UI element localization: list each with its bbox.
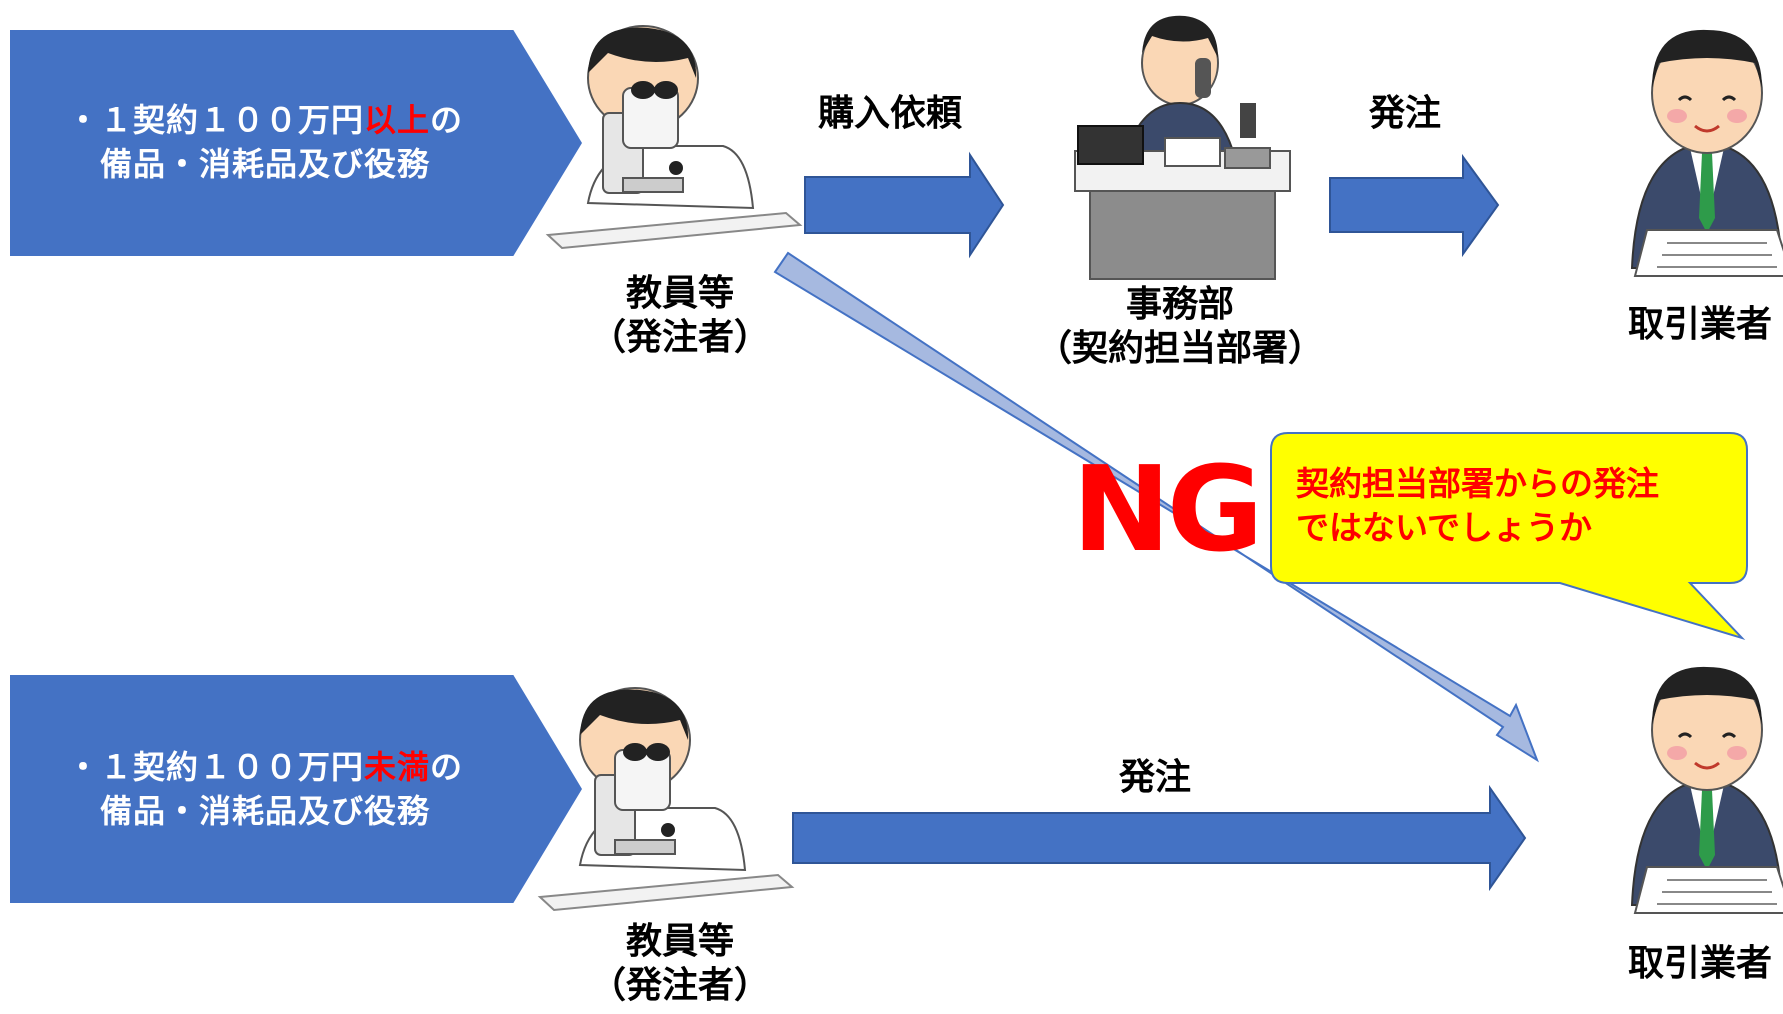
vendor-illustration-bottom <box>1630 666 1783 914</box>
condition-bottom-items: 備品・消耗品及び役務 <box>99 792 430 830</box>
speech-bubble-line2: ではないでしょうか <box>1296 508 1593 547</box>
condition-bottom-suffix: の <box>430 748 464 786</box>
speech-bubble-line1: 契約担当部署からの発注 <box>1296 464 1659 503</box>
condition-text-top: ・１契約１００万円以上の 備品・消耗品及び役務 <box>10 98 520 186</box>
condition-box-bottom: ・１契約１００万円未満の 備品・消耗品及び役務 <box>10 675 582 903</box>
office-staff-illustration <box>1074 15 1291 280</box>
condition-top-items: 備品・消耗品及び役務 <box>99 145 430 183</box>
ng-label: NG <box>1072 440 1264 578</box>
faculty-microscope-illustration-top <box>545 25 803 250</box>
vendor-illustration-top <box>1630 29 1783 277</box>
vendor-bottom-label: 取引業者 <box>1610 942 1783 986</box>
condition-top-amount: １契約１００万円 <box>99 101 364 139</box>
faculty-top-role: （発注者） <box>589 317 770 358</box>
purchase-request-label: 購入依頼 <box>817 93 962 134</box>
vendor-bottom-name: 取引業者 <box>1627 943 1772 984</box>
faculty-top-name: 教員等 <box>625 273 734 314</box>
office-label: 事務部 （契約担当部署） <box>1010 283 1350 371</box>
order-arrow-top <box>1329 153 1500 258</box>
speech-bubble-text: 契約担当部署からの発注 ではないでしょうか <box>1296 462 1659 550</box>
condition-text-bottom: ・１契約１００万円未満の 備品・消耗品及び役務 <box>10 745 520 833</box>
ng-diagonal-arrow <box>773 251 1539 763</box>
condition-top-highlight: 以上 <box>364 101 431 139</box>
condition-top-bullet: ・ <box>66 101 100 139</box>
condition-bottom-highlight: 未満 <box>364 748 431 786</box>
faculty-bottom-name: 教員等 <box>625 921 734 962</box>
condition-bottom-bullet: ・ <box>66 748 100 786</box>
order-bottom-label: 発注 <box>1118 757 1191 798</box>
order-top-label: 発注 <box>1368 93 1441 134</box>
condition-box-top: ・１契約１００万円以上の 備品・消耗品及び役務 <box>10 30 582 256</box>
vendor-top-label: 取引業者 <box>1610 303 1783 347</box>
office-name: 事務部 <box>1125 284 1234 325</box>
faculty-microscope-illustration-bottom <box>537 687 795 912</box>
condition-bottom-amount: １契約１００万円 <box>99 748 364 786</box>
speech-bubble-shape <box>1270 432 1748 641</box>
faculty-bottom-label: 教員等 （発注者） <box>555 920 805 1008</box>
office-role: （契約担当部署） <box>1035 328 1324 369</box>
condition-top-suffix: の <box>430 101 464 139</box>
faculty-top-label: 教員等 （発注者） <box>555 272 805 360</box>
order-arrow-bottom <box>792 784 1527 892</box>
faculty-bottom-role: （発注者） <box>589 965 770 1006</box>
purchase-request-arrow <box>804 151 1005 259</box>
vendor-top-name: 取引業者 <box>1627 304 1772 345</box>
